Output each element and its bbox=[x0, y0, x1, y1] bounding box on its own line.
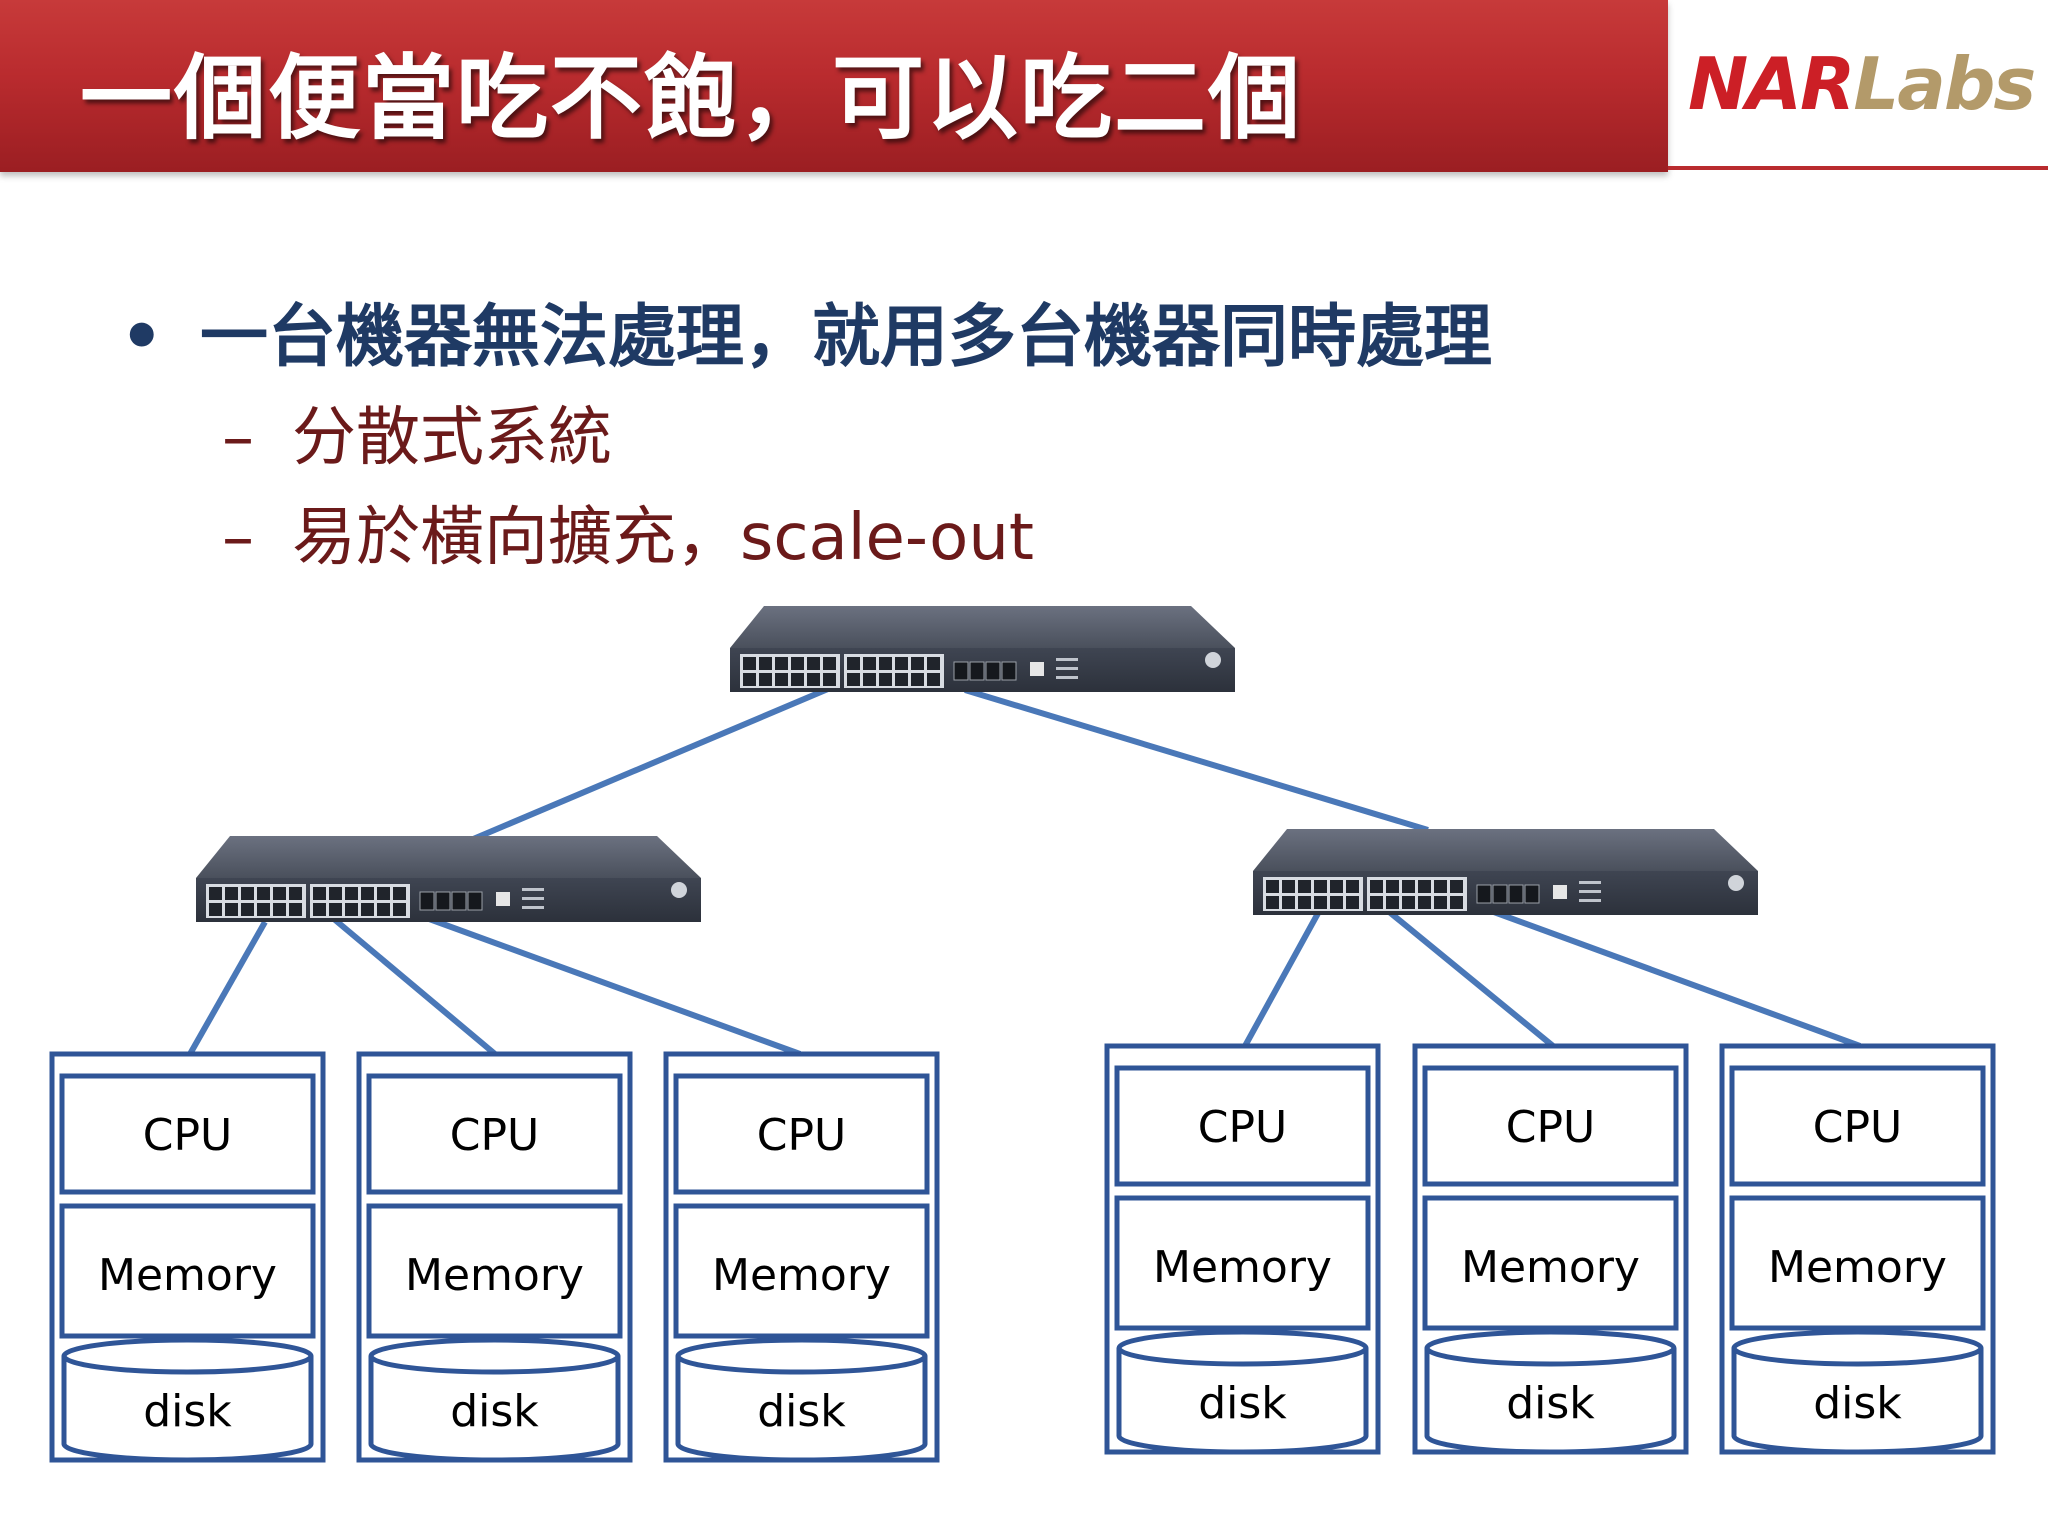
switch-right bbox=[1253, 829, 1758, 915]
cpu-label: CPU bbox=[1813, 1102, 1902, 1153]
memory-label: Memory bbox=[98, 1250, 277, 1301]
compute-nodes: CPUMemorydiskCPUMemorydiskCPUMemorydiskC… bbox=[49, 1043, 1996, 1463]
dash-icon: – bbox=[222, 401, 254, 475]
logo-nar: NAR bbox=[1688, 42, 1855, 126]
disk-label: disk bbox=[1198, 1378, 1287, 1429]
network-link bbox=[1242, 904, 1325, 1048]
cpu-box bbox=[673, 1073, 930, 1195]
cpu-box bbox=[59, 1073, 316, 1195]
sub-bullet-2-text: 易於橫向擴充，scale-out bbox=[292, 501, 1034, 575]
network-links bbox=[187, 683, 1862, 1057]
bullet-dot-icon: • bbox=[120, 298, 164, 377]
dash-icon: – bbox=[222, 501, 254, 575]
compute-node: CPU Memory disk bbox=[1104, 1043, 1381, 1455]
disk-icon bbox=[1116, 1329, 1369, 1455]
memory-box bbox=[1422, 1195, 1679, 1331]
memory-box bbox=[1114, 1195, 1371, 1331]
cpu-box bbox=[1114, 1065, 1371, 1187]
compute-node: CPU Memory disk bbox=[1412, 1043, 1689, 1455]
bullet-main-text: 一台機器無法處理，就用多台機器同時處理 bbox=[200, 298, 1493, 377]
disk-icon bbox=[61, 1337, 314, 1463]
header-divider bbox=[1668, 166, 2048, 170]
memory-label: Memory bbox=[1768, 1242, 1947, 1293]
logo-labs: Labs bbox=[1853, 42, 2036, 126]
cpu-label: CPU bbox=[1198, 1102, 1287, 1153]
cpu-box bbox=[1729, 1065, 1986, 1187]
disk-icon bbox=[1731, 1329, 1984, 1455]
disk-label: disk bbox=[757, 1386, 846, 1437]
disk-label: disk bbox=[1506, 1378, 1595, 1429]
memory-label: Memory bbox=[1461, 1242, 1640, 1293]
disk-icon bbox=[675, 1337, 928, 1463]
cpu-label: CPU bbox=[1506, 1102, 1595, 1153]
compute-node: CPU Memory disk bbox=[356, 1051, 633, 1463]
sub-bullet-1-text: 分散式系統 bbox=[292, 401, 612, 475]
sub-bullet-2: –易於橫向擴充，scale-out bbox=[222, 500, 1034, 576]
cpu-label: CPU bbox=[143, 1110, 232, 1161]
compute-node: CPU Memory disk bbox=[663, 1051, 940, 1463]
cpu-box bbox=[366, 1073, 623, 1195]
compute-node: CPU Memory disk bbox=[1719, 1043, 1996, 1455]
sub-bullet-1: –分散式系統 bbox=[222, 400, 612, 476]
memory-label: Memory bbox=[1153, 1242, 1332, 1293]
network-link bbox=[187, 920, 268, 1056]
compute-node: CPU Memory disk bbox=[49, 1051, 326, 1463]
title-banner: 一個便當吃不飽，可以吃二個 bbox=[0, 0, 1668, 172]
switch-left bbox=[196, 836, 701, 922]
network-link bbox=[408, 909, 802, 1057]
narlabs-logo: NARLabs bbox=[1688, 42, 2036, 126]
bullet-main: • 一台機器無法處理，就用多台機器同時處理 bbox=[120, 298, 1492, 378]
network-link bbox=[1380, 903, 1555, 1049]
memory-label: Memory bbox=[405, 1250, 584, 1301]
network-link bbox=[450, 683, 837, 851]
slide-title: 一個便當吃不飽，可以吃二個 bbox=[80, 45, 1303, 152]
network-link bbox=[964, 687, 1429, 833]
memory-box bbox=[59, 1203, 316, 1339]
disk-label: disk bbox=[143, 1386, 232, 1437]
memory-label: Memory bbox=[712, 1250, 891, 1301]
cpu-label: CPU bbox=[757, 1110, 846, 1161]
cpu-label: CPU bbox=[450, 1110, 539, 1161]
disk-label: disk bbox=[450, 1386, 539, 1437]
network-link bbox=[326, 911, 497, 1057]
memory-box bbox=[1729, 1195, 1986, 1331]
memory-box bbox=[366, 1203, 623, 1339]
memory-box bbox=[673, 1203, 930, 1339]
switch-top bbox=[730, 606, 1235, 692]
disk-icon bbox=[1424, 1329, 1677, 1455]
disk-label: disk bbox=[1813, 1378, 1902, 1429]
network-switches bbox=[196, 606, 1758, 922]
disk-icon bbox=[368, 1337, 621, 1463]
cpu-box bbox=[1422, 1065, 1679, 1187]
network-link bbox=[1470, 901, 1862, 1049]
